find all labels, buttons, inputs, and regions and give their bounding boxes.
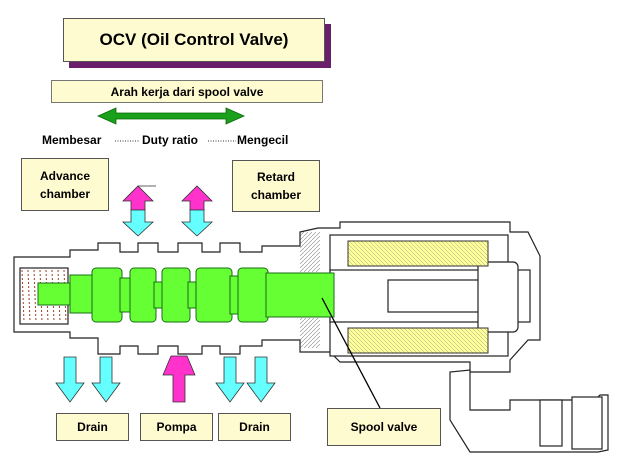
advance-double-arrow (121, 185, 156, 237)
drain-arrow-right (215, 356, 276, 403)
advance-chamber-label: Advance chamber (21, 158, 109, 211)
pompa-label: Pompa (140, 413, 213, 441)
pump-arrow (162, 355, 196, 403)
drain-label-right: Drain (218, 413, 291, 441)
retard-chamber-label: Retard chamber (232, 160, 320, 212)
spool-valve (37, 267, 335, 323)
diagram-title: OCV (Oil Control Valve) (63, 18, 325, 62)
scale-center-label: Duty ratio (142, 133, 199, 147)
housing-hatching (300, 232, 320, 348)
retard-double-arrow (180, 185, 214, 237)
spool-leader-line (321, 297, 381, 409)
direction-arrow (97, 107, 245, 125)
scale-right-label: Mengecil (237, 133, 289, 147)
drain-arrow-left (55, 356, 121, 403)
solenoid-coil (347, 240, 489, 354)
drain-label-left: Drain (56, 413, 129, 441)
spool-valve-label: Spool valve (327, 408, 441, 446)
scale-left-label: Membesar (42, 133, 102, 147)
direction-label: Arah kerja dari spool valve (51, 80, 323, 103)
